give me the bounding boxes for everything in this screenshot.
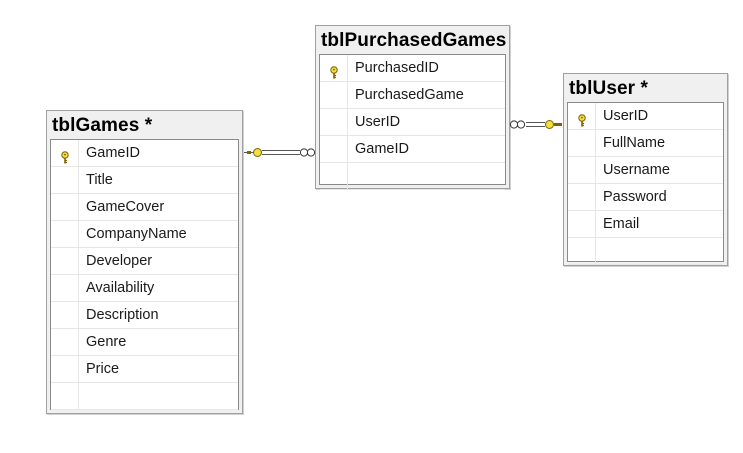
column-name: Title: [86, 172, 113, 188]
column-row[interactable]: Description: [51, 302, 238, 329]
key-icon: [577, 110, 587, 137]
new-column-row[interactable]: [320, 163, 505, 190]
table-tblUser[interactable]: tblUser * UserID FullName Username Passw…: [563, 73, 728, 266]
column-name: Price: [86, 361, 120, 377]
column-name: Availability: [86, 280, 155, 296]
row-selector: [51, 275, 79, 301]
row-selector: [568, 157, 596, 183]
row-selector: [51, 302, 79, 328]
row-selector: [51, 140, 79, 166]
one-end-key-icon: [545, 120, 562, 129]
column-row[interactable]: FullName: [568, 130, 723, 157]
column-name: Description: [86, 307, 159, 323]
column-name: UserID: [603, 108, 649, 124]
column-row[interactable]: Price: [51, 356, 238, 383]
row-selector: [320, 82, 348, 108]
new-column-row[interactable]: [51, 383, 238, 410]
column-name: Username: [603, 162, 670, 178]
column-name: Email: [603, 216, 640, 232]
column-name: FullName: [603, 135, 666, 151]
row-selector: [51, 194, 79, 220]
row-selector: [320, 136, 348, 162]
column-row[interactable]: Password: [568, 184, 723, 211]
row-selector: [568, 130, 596, 156]
column-row[interactable]: CompanyName: [51, 221, 238, 248]
many-end-infinity-icon: [299, 148, 316, 157]
relationship-games-purchased[interactable]: [244, 148, 316, 157]
row-selector: [51, 221, 79, 247]
relationship-user-purchased[interactable]: [509, 120, 562, 129]
row-selector: [51, 248, 79, 274]
column-name: PurchasedGame: [355, 87, 464, 103]
column-name: UserID: [355, 114, 401, 130]
key-icon: [329, 62, 339, 89]
row-selector: [51, 167, 79, 193]
row-selector: [51, 383, 79, 409]
column-row[interactable]: GameID: [51, 140, 238, 167]
table-tblGames[interactable]: tblGames * GameID Title GameCover Compan…: [46, 110, 243, 414]
row-selector: [51, 356, 79, 382]
column-name: CompanyName: [86, 226, 187, 242]
table-title[interactable]: tblPurchasedGames: [321, 30, 507, 51]
row-selector: [320, 55, 348, 81]
column-name: GameID: [355, 141, 409, 157]
row-selector: [568, 103, 596, 129]
column-row[interactable]: PurchasedGame: [320, 82, 505, 109]
row-selector: [568, 211, 596, 237]
table-title[interactable]: tblUser *: [569, 78, 649, 99]
row-selector: [320, 109, 348, 135]
column-name: PurchasedID: [355, 60, 439, 76]
new-column-row[interactable]: [568, 238, 723, 265]
key-icon: [60, 147, 70, 174]
column-row[interactable]: Username: [568, 157, 723, 184]
column-list: UserID FullName Username Password Email: [567, 102, 724, 265]
column-name: Developer: [86, 253, 153, 269]
column-row[interactable]: Developer: [51, 248, 238, 275]
row-selector: [568, 238, 596, 264]
column-name: GameCover: [86, 199, 165, 215]
many-end-infinity-icon: [509, 120, 526, 129]
row-selector: [51, 329, 79, 355]
column-row[interactable]: UserID: [568, 103, 723, 130]
column-row[interactable]: GameCover: [51, 194, 238, 221]
column-row[interactable]: Availability: [51, 275, 238, 302]
one-end-key-icon: [244, 148, 262, 157]
column-list: PurchasedID PurchasedGame UserID GameID: [319, 54, 506, 190]
column-row[interactable]: GameID: [320, 136, 505, 163]
column-row[interactable]: Genre: [51, 329, 238, 356]
table-tblPurchasedGames[interactable]: tblPurchasedGames PurchasedID PurchasedG…: [315, 25, 510, 190]
column-row[interactable]: Email: [568, 211, 723, 238]
row-selector: [568, 184, 596, 210]
column-name: Genre: [86, 334, 127, 350]
table-title[interactable]: tblGames *: [52, 115, 153, 136]
column-row[interactable]: Title: [51, 167, 238, 194]
column-row[interactable]: UserID: [320, 109, 505, 136]
column-row[interactable]: PurchasedID: [320, 55, 505, 82]
column-name: Password: [603, 189, 667, 205]
column-list: GameID Title GameCover CompanyName Devel…: [50, 139, 239, 410]
column-name: GameID: [86, 145, 140, 161]
row-selector: [320, 163, 348, 189]
